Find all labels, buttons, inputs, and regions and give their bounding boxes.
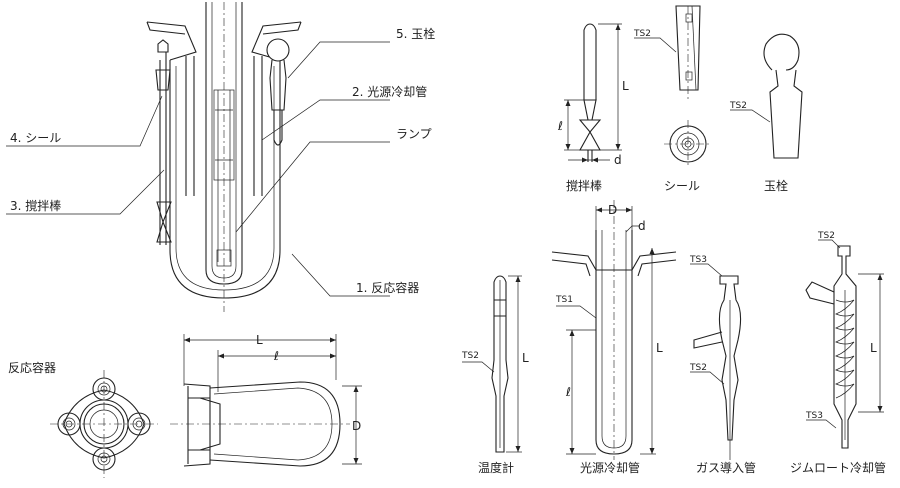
reactor-side-view: L ℓ D [170, 333, 362, 467]
dimroth-drawing: L TS2 TS3 ジムロート冷却管 [790, 231, 886, 475]
callout-stir-rod: 3. 撹拌棒 [10, 198, 61, 213]
dim-L-dimroth: L [870, 341, 877, 355]
dim-L-side: L [256, 333, 263, 347]
dim-L-tube: L [656, 341, 663, 355]
seal-drawing: TS2 シール [633, 5, 712, 193]
dim-D-tube: D [608, 203, 617, 217]
dim-l-stir: ℓ [557, 119, 563, 133]
section-title: 反応容器 [8, 360, 56, 375]
dimroth-ts2-label: TS2 [817, 231, 835, 241]
dim-l-side: ℓ [273, 349, 279, 363]
dimroth-ts3-label: TS3 [805, 411, 823, 421]
dim-D-side: D [352, 419, 361, 433]
cooling-tube-drawing: D d L ℓ TS1 光源冷却管 [551, 200, 677, 475]
caption-cooling-tube: 光源冷却管 [580, 460, 640, 475]
reactor-top-view: 反応容器 [8, 360, 158, 478]
callout-lamp: ランプ [396, 127, 432, 141]
callout-reactor: 1. 反応容器 [356, 280, 419, 295]
main-assembly: 5. 玉栓 2. 光源冷却管 ランプ 4. シール 3. 撹拌棒 1. 反応容器 [6, 2, 435, 312]
caption-dimroth: ジムロート冷却管 [790, 460, 886, 475]
thermo-ts-label: TS2 [461, 351, 479, 361]
caption-gas-tube: ガス導入管 [696, 460, 756, 475]
callout-cooling-tube: 2. 光源冷却管 [352, 84, 427, 99]
caption-thermometer: 温度計 [478, 460, 514, 475]
caption-stir-rod: 撹拌棒 [566, 178, 602, 193]
tube-ts-label: TS1 [555, 295, 573, 305]
dim-L-stir: L [622, 79, 629, 93]
dim-L-thermo: L [522, 351, 529, 365]
dim-d-stir: d [614, 153, 622, 167]
callout-seal: 4. シール [10, 131, 61, 145]
callout-stopper: 5. 玉栓 [396, 26, 435, 41]
stopper-ts-label: TS2 [729, 101, 747, 111]
gas-ts3-label: TS3 [689, 255, 707, 265]
gas-tube-drawing: TS3 TS2 ガス導入管 [689, 255, 756, 475]
caption-stopper: 玉栓 [764, 178, 788, 193]
thermometer-drawing: L TS2 温度計 [461, 275, 529, 475]
stopper-drawing: TS2 玉栓 [729, 33, 803, 193]
seal-ts-label: TS2 [633, 29, 651, 39]
gas-ts2-label: TS2 [689, 363, 707, 373]
stir-rod-drawing: L ℓ d 撹拌棒 [557, 23, 629, 193]
caption-seal: シール [664, 179, 700, 193]
dim-d-tube: d [638, 219, 646, 233]
dim-l-tube: ℓ [565, 385, 571, 399]
